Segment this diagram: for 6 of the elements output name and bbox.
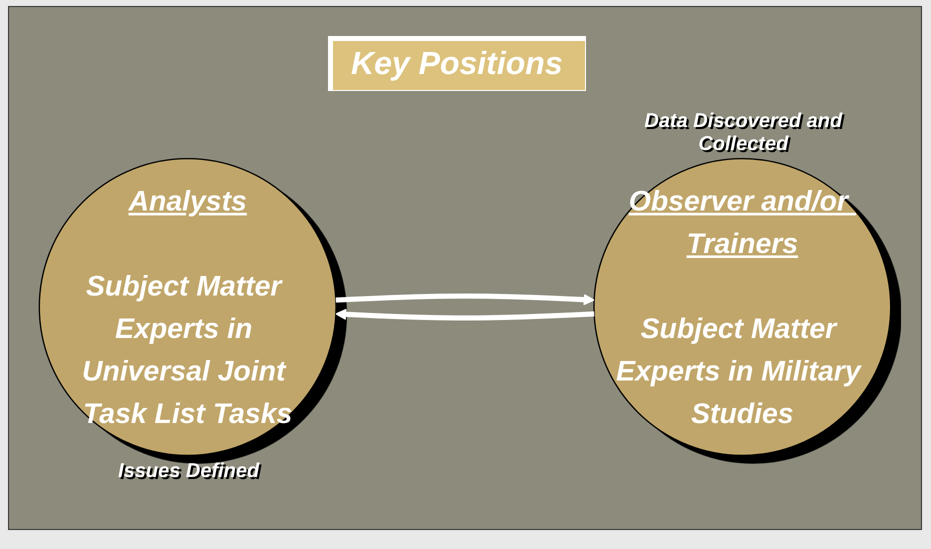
title-banner: Key Positions [329,37,585,90]
arrow [335,308,594,321]
node-caption: Issues Defined [117,460,260,484]
node-circle: Analysts Subject Matter Experts in Universal Joint Task List Tasks [38,158,337,456]
arrow [336,293,595,306]
node-caption: Data Discovered and Collected [643,110,844,156]
